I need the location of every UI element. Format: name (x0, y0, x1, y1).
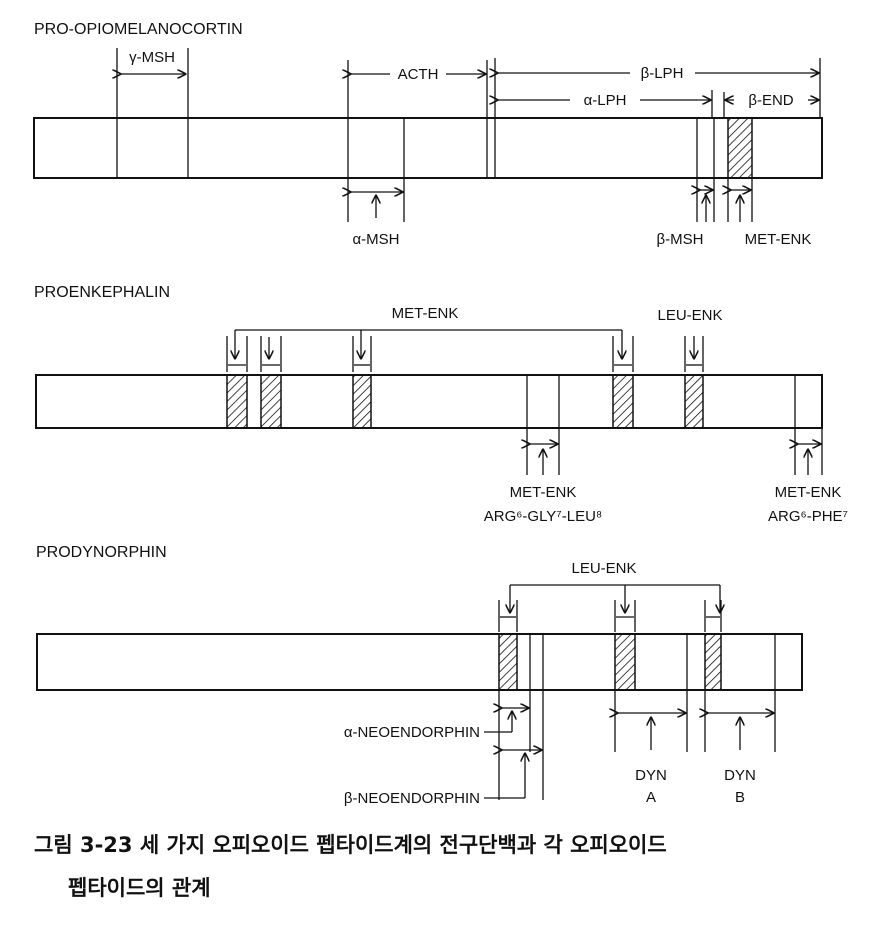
heptapeptide-label: MET-ENK (775, 484, 842, 501)
met-enk-top-bracket (226, 329, 634, 372)
pomc-dividers (116, 118, 715, 178)
dynorphin-brackets (615, 690, 776, 752)
beta-msh-label: β-MSH (657, 231, 704, 248)
prodynorphin-leu-enk-segments (498, 633, 722, 691)
leu-enk-top-label: LEU-ENK (657, 307, 722, 324)
dyn-a-letter: A (646, 789, 656, 806)
prodynorphin-section: PRODYNORPHIN LEU-ENK α-NEOEN (36, 544, 803, 807)
beta-end-label: β-END (748, 92, 793, 109)
gamma-msh-bracket (117, 48, 189, 118)
proenkephalin-title: PROENKEPHALIN (34, 284, 170, 301)
leu-enk-label: LEU-ENK (571, 560, 636, 577)
beta-lph-bracket (495, 58, 821, 118)
met-enk-top-label: MET-ENK (392, 305, 459, 322)
pomc-title: PRO-OPIOMELANOCORTIN (34, 21, 243, 38)
beta-lph-label: β-LPH (641, 65, 684, 82)
gamma-msh-label: γ-MSH (129, 49, 175, 66)
alpha-lph-label: α-LPH (584, 92, 627, 109)
acth-label: ACTH (398, 66, 439, 83)
heptapeptide-suffix: ARG⁶-PHE⁷ (768, 508, 848, 525)
alpha-msh-label: α-MSH (353, 231, 400, 248)
leu-enk-bracket (498, 584, 721, 632)
alpha-msh-bracket (348, 178, 405, 222)
pomc-met-enk-bracket (728, 178, 753, 222)
figure-caption-line2: 펩타이드의 관계 (68, 876, 211, 900)
pomc-met-enk-segment (727, 117, 753, 179)
alpha-lph-bracket (497, 90, 713, 118)
octapeptide-bracket (527, 428, 560, 475)
proenkephalin-bar (35, 374, 823, 429)
pomc-bar (33, 117, 823, 179)
pomc-met-enk-label: MET-ENK (745, 231, 812, 248)
octapeptide-label: MET-ENK (510, 484, 577, 501)
beta-neoendorphin-label: β-NEOENDORPHIN (344, 790, 480, 807)
prodynorphin-dividers (529, 634, 776, 690)
leu-enk-top-bracket (684, 336, 704, 372)
dyn-b-label: DYN (724, 767, 756, 784)
proenkephalin-enk-segments (226, 374, 704, 429)
figure-caption-line1: 그림 3-23 세 가지 오피오이드 펩타이드계의 전구단백과 각 오피오이드 (34, 833, 667, 857)
beta-msh-bracket (697, 178, 715, 222)
dyn-b-letter: B (735, 789, 745, 806)
proenkephalin-section: PROENKEPHALIN MET-ENK (34, 284, 848, 525)
pomc-section: PRO-OPIOMELANOCORTIN γ-MSH ACTH β-LPH (33, 21, 823, 248)
dyn-a-label: DYN (635, 767, 667, 784)
octapeptide-suffix: ARG⁶-GLY⁷-LEU⁸ (484, 508, 603, 525)
neoendorphin-brackets (484, 690, 544, 800)
proenkephalin-dividers (526, 375, 796, 428)
acth-bracket (348, 60, 488, 118)
heptapeptide-bracket (795, 428, 823, 475)
prodynorphin-bar (36, 633, 803, 691)
alpha-neoendorphin-label: α-NEOENDORPHIN (344, 724, 480, 741)
beta-end-bracket (723, 92, 818, 118)
prodynorphin-title: PRODYNORPHIN (36, 544, 167, 561)
